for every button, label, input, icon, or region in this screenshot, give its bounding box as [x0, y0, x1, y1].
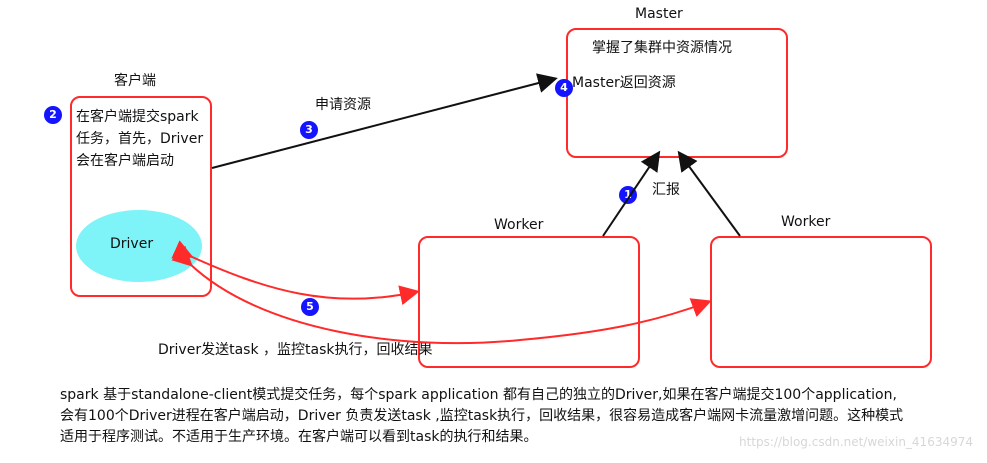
master-note-resources: 掌握了集群中资源情况: [592, 40, 732, 56]
driver-worker-left-arrow: [171, 240, 420, 306]
badge-2: 2: [44, 106, 62, 124]
driver-label: Driver: [110, 236, 154, 252]
report-label: 汇报: [652, 182, 680, 198]
worker-right-to-master-arrow: [677, 150, 741, 237]
task-flow-label: Driver发送task ，监控task执行，回收结果: [158, 342, 433, 358]
client-to-master-arrow: [211, 73, 558, 169]
worker-right-title: Worker: [781, 214, 831, 230]
description-text: spark 基于standalone-client模式提交任务，每个spark …: [60, 387, 904, 445]
worker-left-title: Worker: [494, 217, 544, 233]
master-title: Master: [635, 6, 683, 22]
client-title: 客户端: [114, 73, 156, 89]
watermark: https://blog.csdn.net/weixin_41634974: [738, 435, 973, 449]
apply-resource-label: 申请资源: [315, 97, 371, 113]
worker-left-to-master-arrow: [602, 150, 661, 237]
master-note-return: Master返回资源: [572, 75, 676, 91]
driver-worker-right-arrow: [171, 245, 712, 345]
badge-4: 4: [555, 79, 573, 97]
badge-3: 3: [300, 121, 318, 139]
client-box: [70, 96, 212, 297]
client-note: 在客户端提交spark 任务，首先，Driver会在客户端启动: [76, 109, 204, 169]
